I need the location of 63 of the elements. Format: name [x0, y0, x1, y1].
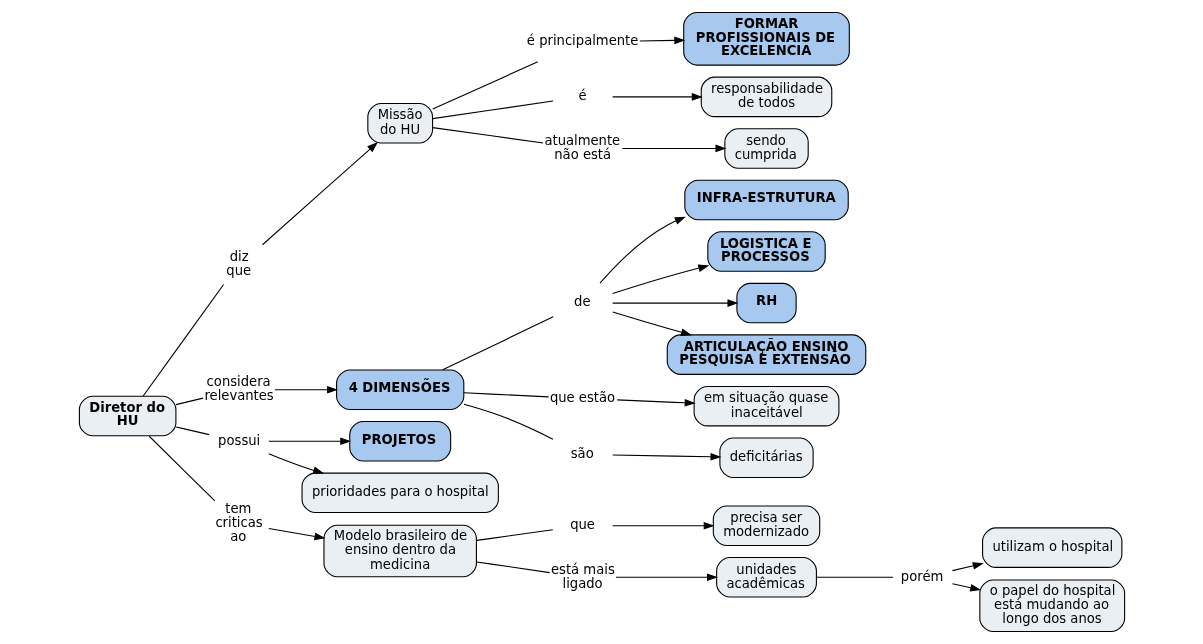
node-text: diz que: [225, 248, 251, 279]
node-text: de: [573, 294, 590, 310]
arrow: [611, 93, 703, 101]
node-box: Diretor do HU: [78, 395, 176, 437]
node-box: precisa ser modernizado: [712, 505, 820, 546]
arrow: [611, 521, 715, 530]
arrow: [273, 385, 338, 394]
node-text: tem criticas ao: [214, 500, 263, 545]
node-box: responsabilidade de todos: [700, 76, 832, 118]
node-text: atualmente não está: [543, 132, 620, 162]
node-text: são: [570, 445, 594, 461]
node-box: utilizam o hospital: [981, 527, 1122, 568]
arrow: [611, 452, 721, 461]
node-text: que estão: [549, 389, 615, 405]
arrow: [267, 437, 351, 446]
connector: [462, 403, 553, 440]
node-text: que: [569, 517, 595, 533]
node-box: Modelo brasileiro de ensino dentro da medicina: [322, 524, 477, 578]
arrow: [611, 311, 692, 336]
connector: [174, 426, 210, 436]
node-box: o papel do hospital está mudando ao longo dos anos: [978, 579, 1125, 633]
node-text: é principalmente: [526, 33, 638, 49]
node-box: INFRA-ESTRUTURA: [683, 179, 849, 221]
node-text: está mais ligado: [550, 561, 615, 591]
arrow: [951, 583, 981, 592]
node-box: RH: [735, 282, 797, 324]
node-text: é: [577, 88, 587, 104]
connector: [815, 576, 894, 578]
node-box: LOGISTICA E PROCESSOS: [706, 231, 826, 272]
node-box: unidades acadêmicas: [715, 557, 817, 598]
connector: [431, 61, 538, 110]
node-box: Missão do HU: [366, 102, 433, 144]
node-box: ARTICULAÇÃO ENSINO PESQUISA E EXTENSÃO: [666, 334, 866, 375]
node-box: FORMAR PROFISSIONAIS DE EXCELENCIA: [682, 11, 850, 66]
node-box: PROJETOS: [348, 420, 451, 462]
connector: [431, 100, 554, 120]
node-box: prioridades para o hospital: [300, 472, 499, 514]
connector: [475, 561, 550, 574]
node-text: porém: [900, 568, 943, 584]
arrow: [611, 299, 738, 307]
arrow: [951, 562, 984, 572]
arrow: [261, 141, 378, 246]
node-box: deficitárias: [718, 437, 814, 479]
connector: [441, 316, 554, 371]
connector: [475, 529, 553, 541]
node-box: sendo cumprida: [723, 128, 809, 169]
connector: [431, 127, 544, 144]
arrow: [638, 36, 685, 45]
arrow: [616, 398, 696, 407]
node-text: possui: [217, 432, 260, 448]
connector: [462, 392, 549, 398]
arrow: [267, 527, 325, 541]
arrow: [614, 573, 718, 582]
connector: [141, 283, 224, 397]
arrow: [611, 264, 709, 295]
arrow: [598, 216, 686, 284]
connector: [148, 435, 215, 502]
node-box: em situação quase inaceitável: [693, 385, 839, 427]
node-text: considera relevantes: [203, 374, 274, 404]
arrow: [267, 453, 324, 474]
arrow: [621, 144, 726, 153]
node-box: 4 DIMENSÕES: [335, 369, 464, 411]
connector: [174, 397, 204, 406]
